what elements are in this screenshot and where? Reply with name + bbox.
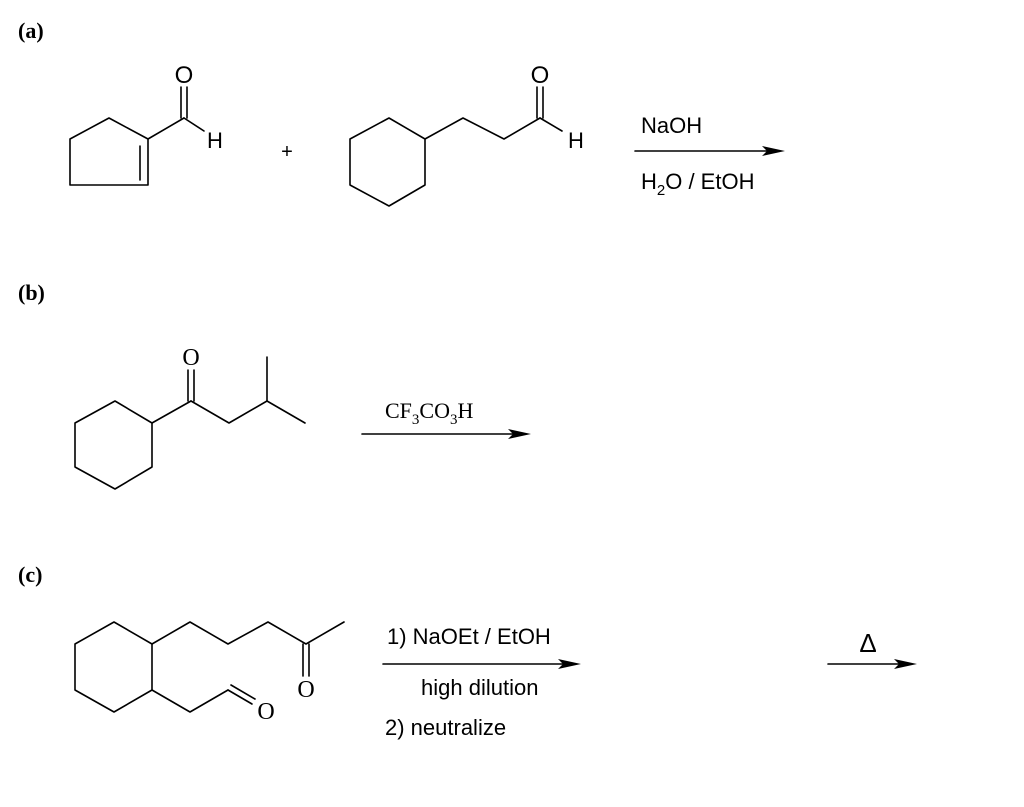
plus-sign: + — [281, 141, 293, 163]
ketone-chain — [151, 621, 345, 645]
part-b: (b) O CF3CO3H — [18, 280, 531, 490]
ketone-oxygen-atom: O — [297, 677, 314, 703]
bond-carbonyl-to-h — [183, 117, 205, 132]
arrow-head — [508, 429, 531, 439]
isobutyl-chain — [190, 400, 306, 424]
hydrogen-atom: H — [568, 128, 584, 153]
reaction-arrow-b — [361, 429, 531, 439]
part-b-label: (b) — [18, 280, 45, 305]
aldehyde-chain — [151, 689, 229, 713]
part-c: (c) O O 1) NaOEt / EtOH high dilution 2)… — [18, 562, 917, 740]
reaction-arrow-c1 — [382, 659, 581, 669]
hydrogen-atom: H — [207, 128, 223, 153]
bond-ring-to-carbonyl — [151, 400, 192, 424]
arrow-head — [558, 659, 581, 669]
arrow-head — [894, 659, 917, 669]
bond-carbonyl-to-h — [539, 117, 563, 132]
aldehyde-double-bond-1 — [227, 689, 253, 705]
oxygen-atom: O — [182, 345, 199, 371]
arrow-head — [762, 146, 785, 156]
part-a-label: (a) — [18, 18, 44, 43]
reagent-condition: high dilution — [421, 675, 538, 700]
oxygen-atom: O — [531, 62, 550, 89]
aldehyde-oxygen-atom: O — [257, 699, 274, 725]
reaction-arrow-a — [634, 146, 785, 156]
cyclohexane-ring — [74, 621, 153, 713]
part-a: (a) O H + O H NaOH H2O / — [18, 18, 785, 207]
reagent-naoh: NaOH — [641, 113, 702, 138]
propyl-chain — [424, 117, 541, 140]
cyclohexane-ring — [349, 117, 426, 207]
reagent-step-1: 1) NaOEt / EtOH — [387, 624, 551, 649]
reagent-step-2: 2) neutralize — [385, 715, 506, 740]
oxygen-atom: O — [175, 62, 194, 89]
part-c-label: (c) — [18, 562, 42, 587]
bond-ring-to-carbonyl — [147, 117, 185, 140]
reactant-cyclohexyl-isobutyl-ketone: O — [74, 345, 306, 490]
reagent-water-ethanol: H2O / EtOH — [641, 169, 754, 199]
aldehyde-double-bond-2 — [230, 684, 256, 700]
heat-symbol: Δ — [859, 628, 876, 658]
reagent-tfpaa: CF3CO3H — [385, 398, 473, 428]
reactant-cyclohexylpropanal: O H — [349, 62, 584, 207]
reaction-arrow-c2 — [827, 659, 917, 669]
cyclopentene-ring — [69, 117, 149, 186]
reactant-keto-aldehyde: O O — [74, 621, 345, 725]
reactant-cyclopentene-carbaldehyde: O H — [69, 62, 223, 186]
cyclohexane-ring — [74, 400, 153, 490]
